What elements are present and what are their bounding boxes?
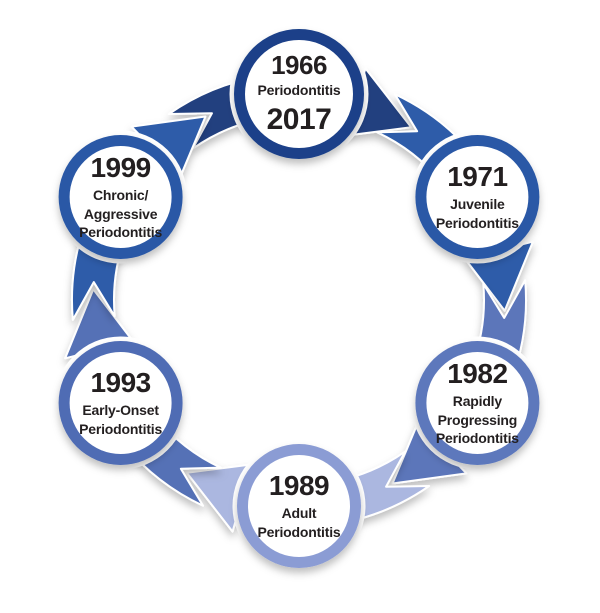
node-label: Chronic/ Aggressive Periodontitis xyxy=(79,187,163,240)
node-1993-early-onset-periodontitis: 1993 Early-Onset Periodontitis xyxy=(79,368,162,438)
node-face-1993 xyxy=(69,352,172,454)
node-label: Early-Onset Periodontitis xyxy=(79,402,163,437)
node-year: 1989 xyxy=(268,470,330,502)
node-1982-rapidly-progressing-periodontitis: 1982 Rapidly Progressing Periodontitis xyxy=(436,359,519,447)
node-1971-juvenile-periodontitis: 1971 Juvenile Periodontitis xyxy=(436,162,519,232)
node-label: Periodontitis xyxy=(257,82,341,99)
node-label: Adult Periodontitis xyxy=(257,505,341,540)
node-year: 1966 xyxy=(271,50,327,81)
node-face-1982 xyxy=(426,352,529,454)
node-1999-chronic-aggressive-periodontitis: 1999 Chronic/ Aggressive Periodontitis xyxy=(79,153,162,241)
node-label: Juvenile Periodontitis xyxy=(435,196,519,231)
node-year2: 2017 xyxy=(266,103,332,137)
node-face-1966 xyxy=(245,40,353,148)
node-face-1989 xyxy=(248,455,350,557)
node-face-1999 xyxy=(69,146,172,248)
node-year: 1999 xyxy=(90,152,151,184)
node-year: 1993 xyxy=(90,367,151,399)
node-label: Rapidly Progressing Periodontitis xyxy=(435,393,519,446)
node-1989-adult-periodontitis: 1989 Adult Periodontitis xyxy=(258,471,341,541)
node-1966-periodontitis: 1966 Periodontitis 2017 xyxy=(257,50,341,137)
node-year: 1971 xyxy=(447,161,508,193)
node-year: 1982 xyxy=(447,358,508,390)
node-face-1971 xyxy=(426,146,529,248)
